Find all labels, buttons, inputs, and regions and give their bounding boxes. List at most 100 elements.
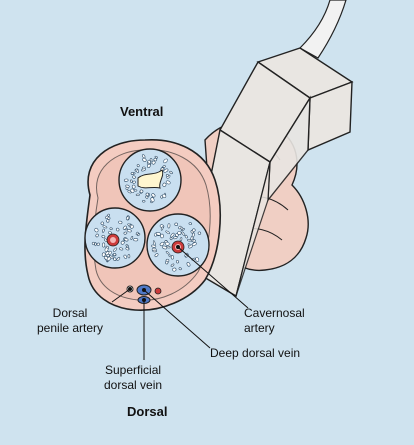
sinusoid-space (102, 242, 106, 248)
sinusoid-space (126, 216, 130, 221)
sinusoid-space (180, 226, 184, 231)
sinusoid-space (94, 227, 99, 233)
sinusoid-space (129, 179, 133, 183)
sinusoid-space (127, 254, 131, 259)
sinusoid-space (177, 231, 182, 236)
dorsal-label: Dorsal (127, 404, 168, 419)
sinusoid-space (107, 213, 110, 217)
sinusoid-space (151, 193, 156, 198)
sinusoid-space (192, 228, 196, 232)
sinusoid-space (124, 238, 129, 242)
sinusoid-space (172, 236, 178, 240)
sinusoid-space (162, 182, 167, 187)
sinusoid-space (191, 242, 197, 246)
sinusoid-space (132, 180, 136, 184)
sinusoid-space (163, 158, 168, 164)
sinusoid-space (165, 180, 171, 185)
sinusoid-space (163, 168, 169, 173)
leader-dot-cavernosal (176, 245, 180, 249)
sinusoid-space (172, 267, 177, 272)
sinusoid-space (123, 254, 128, 259)
penile-cross-section-icon (84, 139, 221, 311)
sinusoid-space (154, 253, 159, 257)
sinusoid-space (105, 245, 109, 249)
sinusoid-space (125, 247, 130, 251)
sinusoid-space (153, 157, 158, 162)
sinusoid-space (135, 168, 139, 174)
sinusoid-space (167, 223, 171, 229)
sinusoid-space (195, 256, 200, 262)
left-cavernosal-artery-lumen (110, 237, 116, 243)
sinusoid-space (162, 193, 167, 198)
leader-dot-dorsal-artery (128, 287, 132, 291)
leader-lines (111, 245, 249, 360)
sinusoid-space (102, 225, 108, 229)
sinusoid-space (135, 193, 140, 197)
sinusoid-space (181, 231, 186, 237)
sinusoid-space (133, 238, 139, 242)
sinusoid-space (191, 232, 195, 238)
sinusoid-space (120, 240, 125, 245)
sinusoid-space (96, 242, 100, 246)
right-dorsal-penile-artery (154, 287, 162, 295)
sinusoid-space (109, 227, 113, 230)
sinusoid-space (95, 233, 99, 238)
cavernosal-artery-label-line2: artery (244, 321, 275, 335)
sinusoid-space (165, 260, 169, 265)
sinusoid-space (154, 155, 158, 159)
sinusoid-space (113, 257, 117, 261)
leader-cavernosal-artery (177, 246, 249, 309)
sinusoid-space (94, 242, 97, 247)
sinusoid-space (130, 236, 134, 240)
sinusoid-space (165, 174, 169, 177)
sinusoid-space (133, 189, 138, 192)
sinusoid-space (142, 154, 146, 159)
sinusoid-space (105, 251, 110, 256)
sinusoid-space (170, 255, 174, 260)
sinusoid-space (165, 230, 170, 235)
superficial-dorsal-vein-label: Superficial dorsal vein (104, 363, 162, 393)
sinusoid-space (125, 184, 130, 188)
sinusoid-space (123, 178, 129, 182)
sinusoid-space (187, 238, 192, 242)
cavernosal-artery-label-line1: Cavernosal (244, 306, 305, 320)
sinusoid-space (113, 252, 117, 257)
deep-dorsal-vein-label: Deep dorsal vein (210, 346, 301, 360)
sinusoid-space (106, 219, 110, 223)
sinusoid-space (142, 157, 147, 162)
sinusoid-space (186, 262, 191, 267)
sinusoid-space (118, 220, 123, 225)
sinusoid-space (101, 235, 106, 239)
urethra (137, 169, 164, 189)
sinusoid-space (149, 158, 153, 162)
sinusoid-space (108, 231, 112, 235)
sinusoid-space (109, 255, 114, 260)
sinusoid-space (126, 229, 132, 233)
sinusoid-space (151, 244, 157, 248)
sinusoid-space (137, 233, 141, 237)
sinusoid-space (150, 197, 155, 203)
sinusoid-space (152, 249, 157, 253)
sinusoid-space (170, 232, 175, 238)
sinusoid-space (113, 247, 118, 252)
sinusoid-space (169, 237, 173, 241)
sinusoid-space (169, 170, 173, 175)
sinusoid-space (165, 251, 170, 255)
leader-dot-superficial-vein (142, 298, 146, 302)
sinusoid-space (116, 256, 121, 261)
superficial-dorsal-vein-label-line1: Superficial (105, 363, 162, 377)
sinusoid-space (165, 241, 170, 246)
sinusoid-space (159, 241, 165, 247)
sinusoid-space (102, 228, 105, 233)
sinusoid-space (127, 190, 132, 194)
superficial-dorsal-vein-label-line2: dorsal vein (104, 378, 163, 392)
sinusoid-space (192, 239, 196, 243)
sinusoid-space (175, 260, 180, 264)
sinusoid-space (184, 234, 188, 239)
sinusoid-space (160, 226, 164, 231)
sinusoid-space (130, 224, 134, 229)
sinusoid-space (139, 189, 144, 194)
sinusoid-space (166, 245, 171, 249)
sinusoid-space (136, 164, 140, 168)
